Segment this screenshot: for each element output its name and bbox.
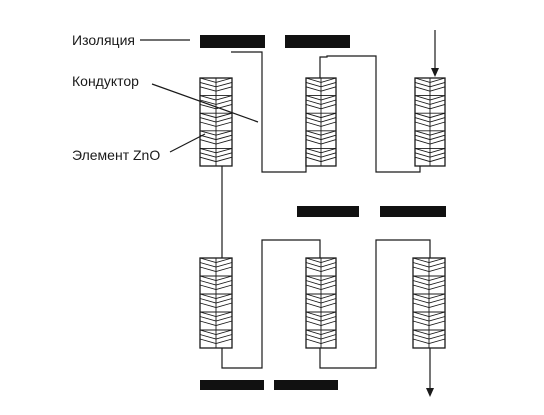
insulation-bar bbox=[200, 380, 264, 390]
conductor-wire bbox=[319, 55, 421, 173]
insulation-label: Изоляция bbox=[72, 32, 135, 48]
zno-element-stack bbox=[414, 77, 446, 167]
insulation-bar bbox=[285, 35, 350, 48]
insulation-bars bbox=[200, 35, 446, 390]
zno-element-stack bbox=[305, 257, 337, 349]
zno-element-stacks bbox=[199, 77, 446, 349]
insulation-bar bbox=[297, 206, 359, 217]
zno-element-leader bbox=[169, 133, 206, 153]
conductor-leader bbox=[151, 83, 259, 123]
zno-element-stack bbox=[412, 257, 446, 349]
conductor-wire bbox=[319, 239, 431, 369]
insulation-bar bbox=[200, 35, 265, 48]
zno-element-label: Элемент ZnO bbox=[72, 147, 160, 163]
insulation-bar bbox=[380, 206, 446, 217]
arrow-down-icon bbox=[426, 388, 434, 397]
zno-element-stack bbox=[199, 77, 233, 167]
conductor-wire bbox=[221, 239, 321, 369]
zno-element-stack bbox=[305, 77, 337, 167]
conductor-label: Кондуктор bbox=[72, 73, 139, 89]
zno-element-stack bbox=[199, 257, 233, 349]
arrow-down-icon bbox=[431, 68, 439, 77]
conductor-wire bbox=[231, 51, 307, 173]
insulation-bar bbox=[274, 380, 338, 390]
